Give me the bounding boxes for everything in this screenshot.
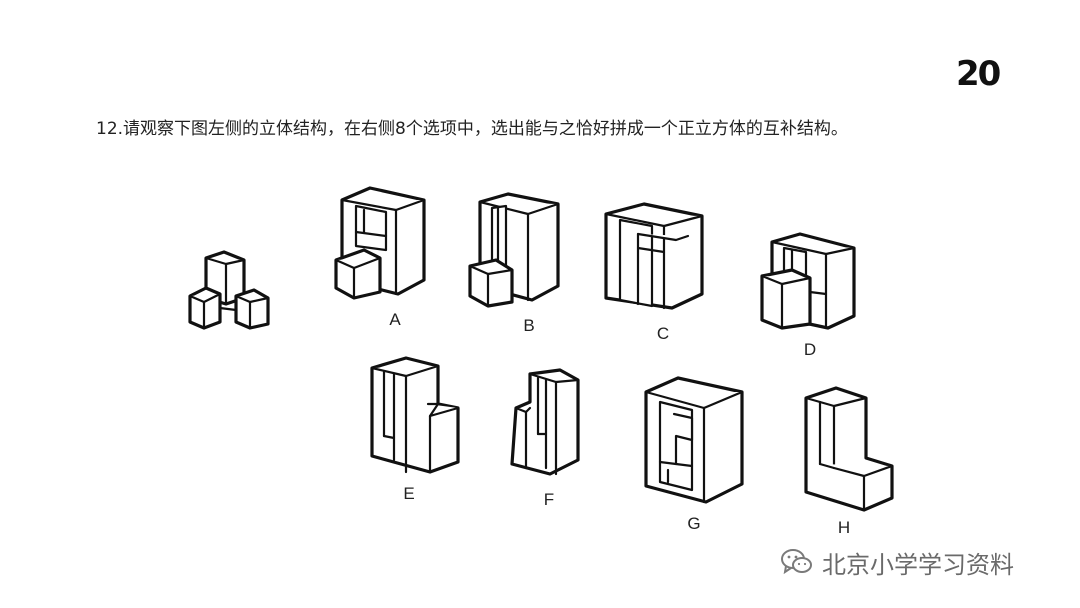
option-g-label: G <box>687 514 701 533</box>
option-e-label: E <box>403 484 415 503</box>
watermark-text: 北京小学学习资料 <box>822 550 1014 579</box>
page-number: 20 <box>956 54 1001 94</box>
option-h-label: H <box>837 518 851 537</box>
option-b-figure[interactable] <box>466 190 566 308</box>
option-a-figure[interactable] <box>330 184 430 302</box>
option-g-figure[interactable] <box>640 374 750 508</box>
watermark: 北京小学学习资料 <box>780 545 1014 579</box>
option-e-figure[interactable] <box>366 356 466 476</box>
reference-solid <box>188 250 270 330</box>
option-d-label: D <box>803 340 817 359</box>
wechat-icon <box>781 549 812 575</box>
option-h-figure[interactable] <box>800 386 900 512</box>
option-d-figure[interactable] <box>756 232 860 332</box>
option-a-label: A <box>389 310 401 329</box>
option-c-figure[interactable] <box>600 200 710 316</box>
option-f-figure[interactable] <box>508 368 584 480</box>
option-b-label: B <box>523 316 535 335</box>
option-c-label: C <box>656 324 670 343</box>
option-f-label: F <box>543 490 555 509</box>
question-text: 12.请观察下图左侧的立体结构，在右侧8个选项中，选出能与之恰好拼成一个正立方体… <box>96 119 848 139</box>
